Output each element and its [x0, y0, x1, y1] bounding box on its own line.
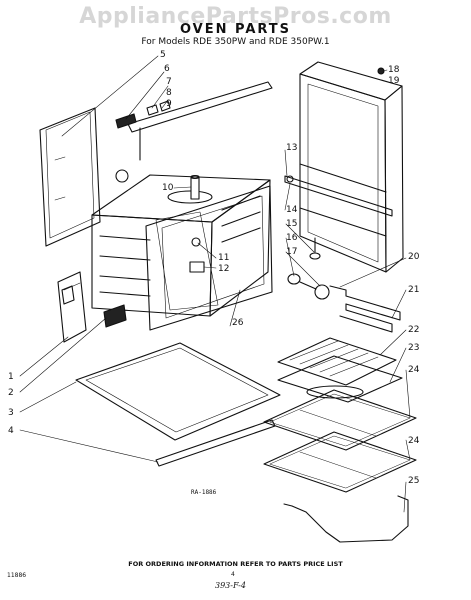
side-rail	[284, 175, 393, 217]
broiler-grid	[277, 337, 397, 386]
callout-21: 21	[408, 285, 420, 295]
callout-14: 14	[286, 205, 298, 215]
diagram-code: RA-1886	[191, 489, 217, 496]
watermark: AppliancePartsPros.com	[79, 4, 392, 29]
bottom-trim	[155, 419, 276, 467]
callout-11: 11	[218, 253, 230, 263]
callout-24-upper: 24	[408, 365, 420, 375]
bake-element	[329, 285, 401, 333]
oven-liner	[91, 169, 271, 317]
callout-1: 1	[8, 372, 14, 382]
callout-16: 16	[286, 233, 298, 243]
page-subtitle: For Models RDE 350PW and RDE 350PW.1	[141, 37, 330, 47]
side-panel	[299, 61, 404, 273]
hinge-bracket	[115, 100, 171, 129]
rear-panel	[39, 107, 101, 247]
callout-7: 7	[166, 77, 172, 87]
oven-light	[287, 273, 330, 300]
callout-6: 6	[164, 64, 170, 74]
callout-5: 5	[160, 50, 166, 60]
callout-3: 3	[8, 408, 14, 418]
callout-18: 18	[388, 65, 400, 75]
callout-24-lower: 24	[408, 436, 420, 446]
callout-15: 15	[286, 219, 298, 229]
front-frame	[145, 185, 273, 331]
callout-9: 9	[166, 99, 172, 109]
footer-doc-code: 393-F-4	[215, 581, 246, 590]
callout-23: 23	[408, 343, 420, 353]
callout-26: 26	[232, 318, 244, 328]
callout-4: 4	[8, 426, 14, 436]
ordering-note: FOR ORDERING INFORMATION REFER TO PARTS …	[128, 560, 343, 568]
leader-lines	[19, 55, 411, 513]
thermostat	[309, 237, 321, 260]
broiler-pan	[277, 355, 403, 403]
callout-19: 19	[388, 76, 400, 86]
footer-left-code: 11886	[7, 572, 27, 579]
callout-13: 13	[286, 143, 298, 153]
page-title: OVEN PARTS	[179, 22, 292, 37]
callout-17: 17	[286, 247, 298, 257]
oven-rack-lower	[263, 431, 417, 493]
callout-10: 10	[162, 183, 174, 193]
callout-20: 20	[408, 252, 420, 262]
broil-element	[283, 495, 409, 543]
bottom-panel	[75, 342, 281, 441]
vent-tube	[190, 174, 200, 200]
top-rail	[127, 81, 273, 161]
callout-22: 22	[408, 325, 420, 335]
callout-12: 12	[218, 264, 230, 274]
footer-page-number: 4	[231, 571, 235, 578]
callout-2: 2	[8, 388, 14, 398]
lower-brackets	[61, 285, 127, 328]
callout-8: 8	[166, 88, 172, 98]
side-bracket	[57, 271, 87, 343]
callout-25: 25	[408, 476, 420, 486]
